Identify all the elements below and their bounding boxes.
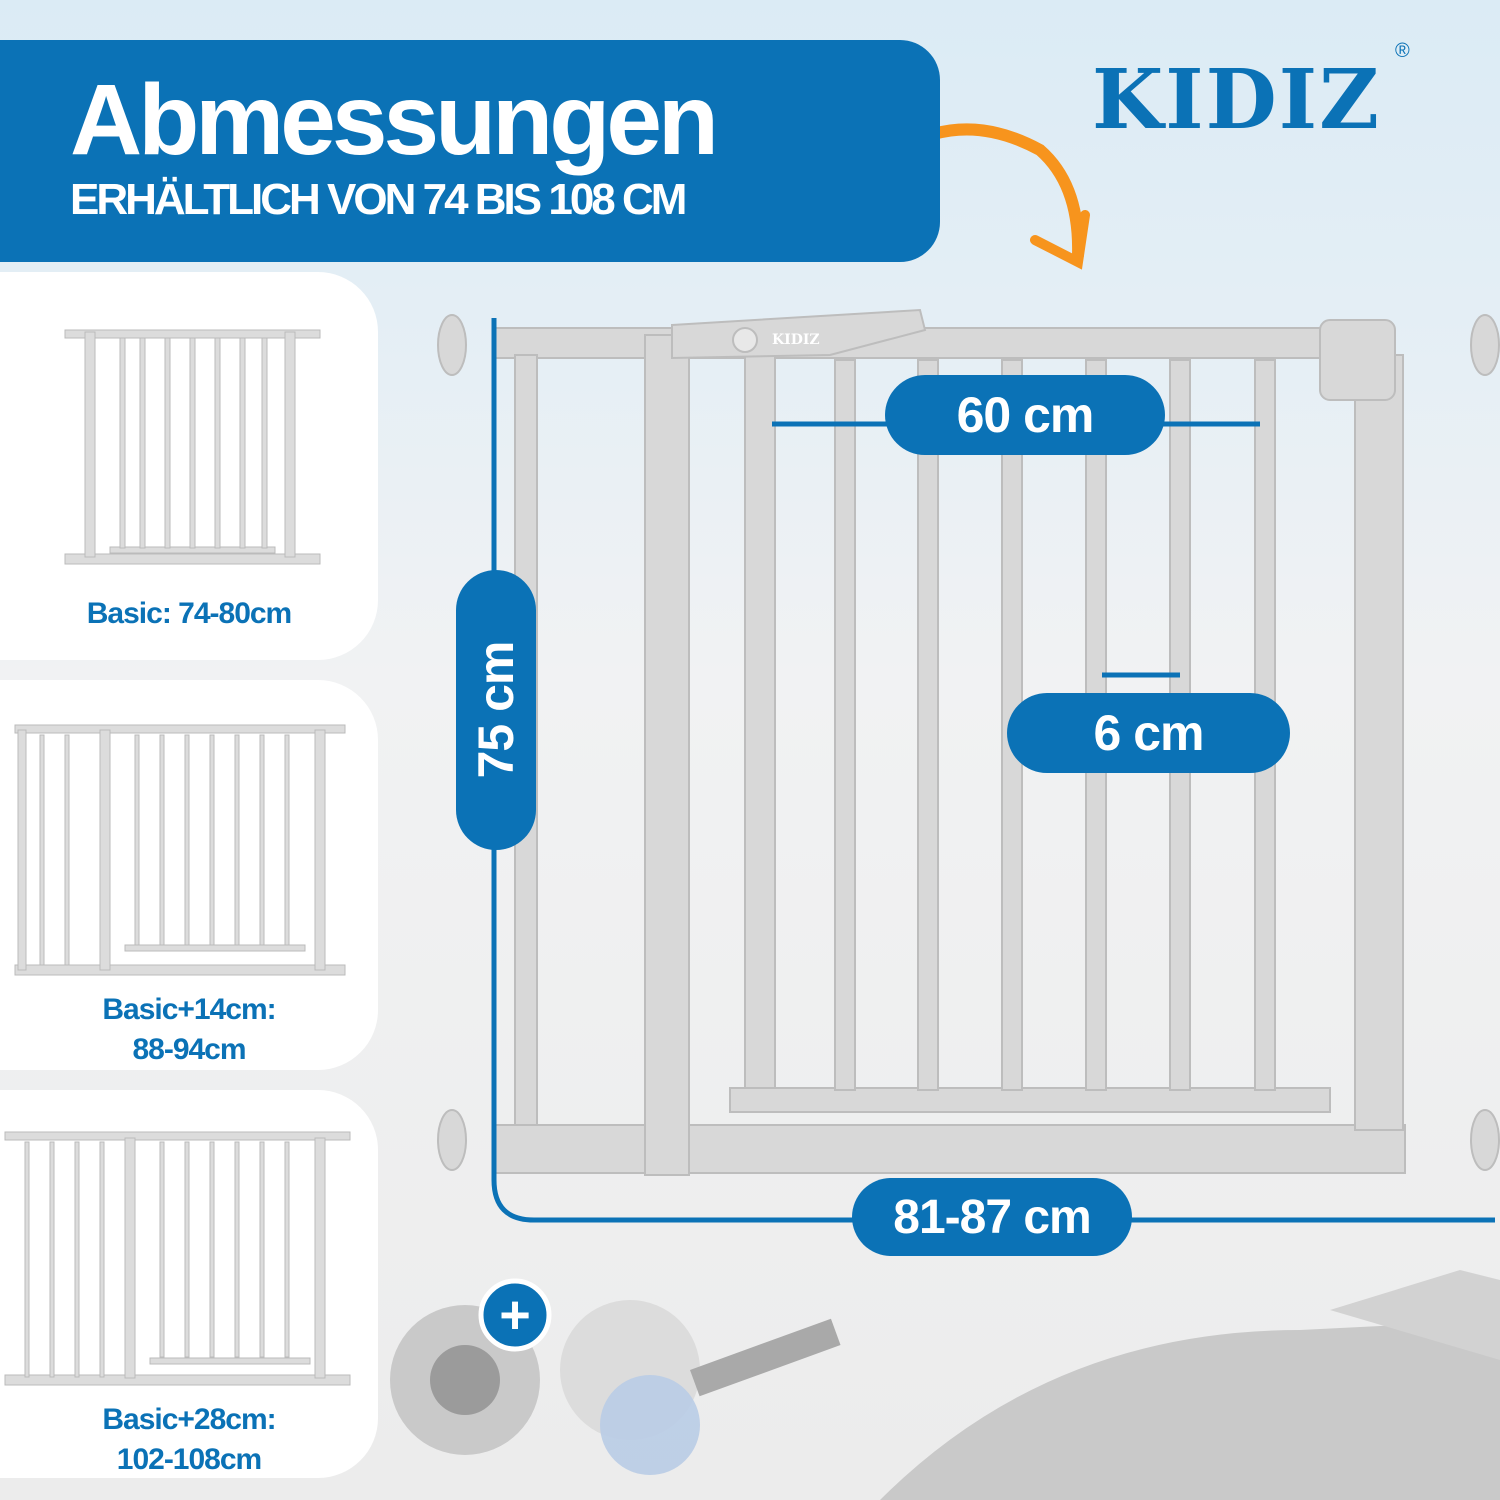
registered-mark: ®	[1395, 40, 1410, 62]
variant-label: Basic: 74-80cm	[86, 597, 292, 630]
height-label: 75 cm	[456, 570, 536, 850]
accessories-image	[390, 1270, 1500, 1500]
gate-logo: KIDIZ	[772, 332, 820, 348]
gate-thumbnail	[64, 329, 321, 565]
variant-label-line1: Basic+14cm:	[102, 993, 276, 1026]
variant-card-plus28: Basic+28cm: 102-108cm	[0, 1090, 378, 1478]
bar-gap-label: 6 cm	[1007, 693, 1290, 773]
page-subtitle: ERHÄLTLICH VON 74 BIS 108 CM	[70, 175, 687, 224]
brand-logo: KIDIZ	[1092, 52, 1381, 148]
header-banner	[0, 40, 940, 262]
page-title: Abmessungen	[70, 64, 719, 176]
variant-label-line1: Basic+28cm:	[102, 1403, 276, 1436]
variant-card-basic: Basic: 74-80cm	[0, 272, 378, 660]
gate-thumbnail	[4, 1131, 351, 1386]
total-width-label: 81-87 cm	[852, 1178, 1132, 1256]
gate-thumbnail	[14, 724, 346, 976]
door-width-label: 60 cm	[885, 375, 1165, 455]
plus-icon: +	[499, 1285, 531, 1345]
variant-label-line2: 102-108cm	[116, 1443, 262, 1476]
variant-card-plus14: Basic+14cm: 88-94cm	[0, 680, 378, 1070]
variant-label-line2: 88-94cm	[132, 1033, 246, 1066]
